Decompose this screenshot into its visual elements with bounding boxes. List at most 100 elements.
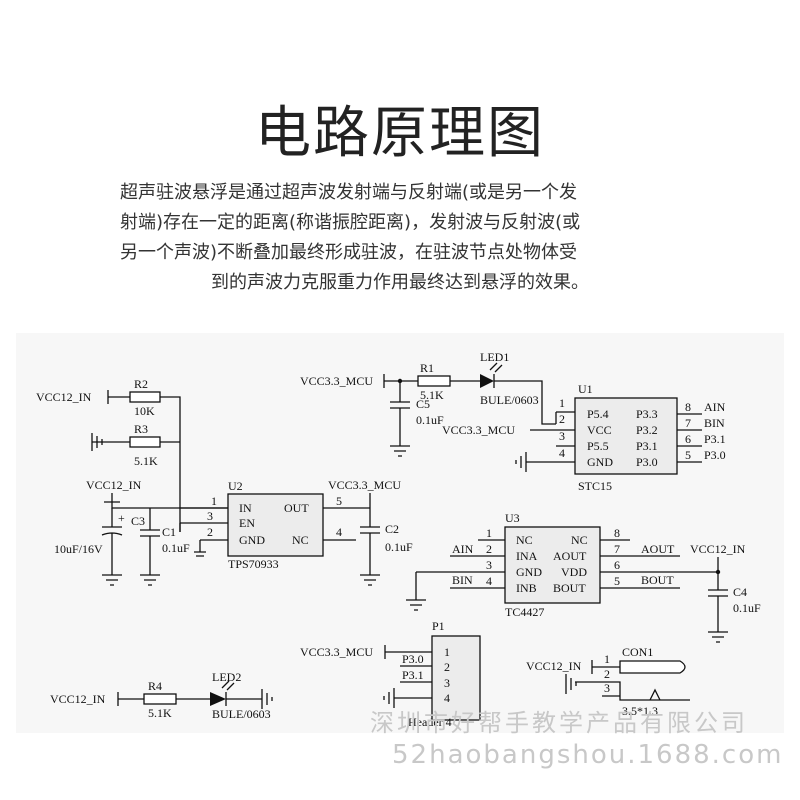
led-led1: LED1 BULE/0603	[480, 350, 556, 425]
svg-text:2: 2	[207, 525, 213, 539]
svg-text:P5.5: P5.5	[587, 439, 609, 453]
vcc12-input-net: VCC12_IN	[86, 478, 228, 522]
description-line: 另一个声波)不断叠加最终形成驻波，在驻波节点处物体受	[120, 242, 578, 263]
svg-text:AOUT: AOUT	[553, 549, 587, 563]
resistor-r3: R3 5.1K	[129, 422, 180, 468]
svg-text:1: 1	[444, 645, 450, 659]
svg-text:BOUT: BOUT	[641, 573, 674, 587]
svg-text:8: 8	[685, 400, 691, 414]
svg-text:CON1: CON1	[622, 645, 653, 659]
svg-text:7: 7	[614, 542, 620, 556]
svg-text:Header 4: Header 4	[408, 715, 452, 729]
svg-text:1: 1	[604, 652, 610, 666]
svg-text:4: 4	[336, 525, 342, 539]
svg-text:AIN: AIN	[704, 400, 726, 414]
svg-text:1: 1	[486, 526, 492, 540]
svg-text:LED2: LED2	[212, 670, 241, 684]
svg-text:0.1uF: 0.1uF	[385, 540, 413, 554]
net-label: VCC3.3_MCU	[300, 374, 373, 388]
net-label: VCC12_IN	[86, 478, 142, 492]
svg-text:P3.1: P3.1	[402, 668, 424, 682]
capacitor-c1: C1 0.1uF	[140, 522, 190, 586]
capacitor-c4: C4 0.1uF	[708, 585, 761, 643]
driver-u3: U3 NC INA GND INB NC AOUT VDD BOUT 1 2 3…	[406, 511, 721, 619]
svg-text:5: 5	[685, 448, 691, 462]
svg-text:R1: R1	[420, 361, 434, 375]
regulator-u2: U2 IN EN GND OUT NC 1 3 2 5 4 TPS70933	[179, 479, 370, 571]
svg-text:4: 4	[444, 691, 450, 705]
page-title: 电路原理图	[255, 101, 545, 166]
svg-text:2: 2	[486, 542, 492, 556]
description-line: 超声驻波悬浮是通过超声波发射端与反射端(或是另一个发	[120, 182, 578, 203]
net-label: VCC12_IN	[526, 659, 582, 673]
vcc12-net-c4: VCC12_IN	[690, 542, 746, 590]
svg-text:GND: GND	[516, 565, 542, 579]
svg-text:P3.0: P3.0	[636, 455, 658, 469]
svg-text:U3: U3	[505, 511, 520, 525]
svg-text:5.1K: 5.1K	[134, 454, 158, 468]
svg-text:P3.2: P3.2	[636, 423, 658, 437]
svg-text:AIN: AIN	[452, 542, 474, 556]
net-label: VCC12_IN	[50, 692, 106, 706]
svg-text:2: 2	[559, 412, 565, 426]
svg-text:AOUT: AOUT	[641, 542, 675, 556]
svg-text:IN: IN	[239, 501, 252, 515]
svg-text:2: 2	[444, 660, 450, 674]
watermark-url: 52haobangshou.1688.com	[392, 740, 784, 770]
svg-text:C5: C5	[416, 397, 430, 411]
svg-text:1: 1	[211, 494, 217, 508]
capacitor-c2: C2 0.1uF	[360, 522, 413, 586]
svg-text:TPS70933: TPS70933	[228, 557, 279, 571]
mcu-u1: U1 P5.4 VCC P5.5 GND P3.3 P3.2 P3.1 P3.0…	[442, 382, 726, 493]
capacitor-c5: C5 0.1uF	[390, 397, 444, 457]
svg-text:VDD: VDD	[561, 565, 587, 579]
svg-text:P1: P1	[432, 619, 445, 633]
svg-text:1: 1	[559, 396, 565, 410]
description-line: 射端)存在一定的距离(称谐振腔距离)，发射波与反射波(或	[120, 212, 581, 233]
svg-text:NC: NC	[571, 533, 588, 547]
svg-text:C1: C1	[162, 525, 176, 539]
svg-text:C3: C3	[131, 514, 145, 528]
svg-text:3: 3	[486, 558, 492, 572]
svg-text:10uF/16V: 10uF/16V	[54, 542, 103, 556]
svg-text:OUT: OUT	[284, 501, 309, 515]
svg-text:U2: U2	[228, 479, 243, 493]
net-label: VCC12_IN	[36, 390, 92, 404]
header-p1: P1 1 2 3 4 Header 4 VCC3.3_MCU P3.0 P3.1	[300, 619, 481, 729]
net-label: VCC3.3_MCU	[328, 478, 401, 492]
svg-text:INB: INB	[516, 581, 537, 595]
vcc12-port-r2: VCC12_IN	[36, 390, 130, 404]
svg-text:BULE/0603: BULE/0603	[212, 707, 271, 721]
svg-text:3: 3	[207, 509, 213, 523]
vcc33-net-r1: VCC3.3_MCU	[300, 374, 418, 402]
svg-text:4: 4	[486, 574, 492, 588]
svg-text:+: +	[118, 511, 125, 525]
svg-text:0.1uF: 0.1uF	[416, 413, 444, 427]
vcc12-net-r4: VCC12_IN	[50, 692, 144, 706]
description-line: 到的声波力克服重力作用最终达到悬浮的效果。	[211, 272, 589, 293]
svg-text:3.5*1.3: 3.5*1.3	[622, 704, 658, 718]
resistor-r2: R2 10K	[129, 377, 181, 532]
svg-text:BIN: BIN	[452, 573, 473, 587]
svg-text:NC: NC	[516, 533, 533, 547]
description: 超声驻波悬浮是通过超声波发射端与反射端(或是另一个发 射端)存在一定的距离(称谐…	[120, 178, 680, 298]
ground-symbol-r3	[91, 433, 130, 451]
svg-text:P3.1: P3.1	[636, 439, 658, 453]
svg-text:P3.1: P3.1	[704, 432, 726, 446]
svg-text:7: 7	[685, 416, 691, 430]
svg-text:EN: EN	[239, 516, 255, 530]
svg-text:2: 2	[604, 667, 610, 681]
svg-text:BIN: BIN	[704, 416, 725, 430]
net-label: VCC3.3_MCU	[442, 423, 515, 437]
watermark-company: 深圳市好帮手教学产品有限公司	[370, 709, 748, 737]
vcc33-net-c2: VCC3.3_MCU	[328, 478, 401, 527]
svg-text:5: 5	[614, 574, 620, 588]
svg-text:8: 8	[614, 526, 620, 540]
svg-text:R3: R3	[134, 422, 148, 436]
svg-text:P3.0: P3.0	[402, 652, 424, 666]
capacitor-c3: + C3 10uF/16V	[54, 508, 145, 586]
svg-text:GND: GND	[587, 455, 613, 469]
svg-text:P3.3: P3.3	[636, 407, 658, 421]
svg-text:TC4427: TC4427	[505, 605, 544, 619]
